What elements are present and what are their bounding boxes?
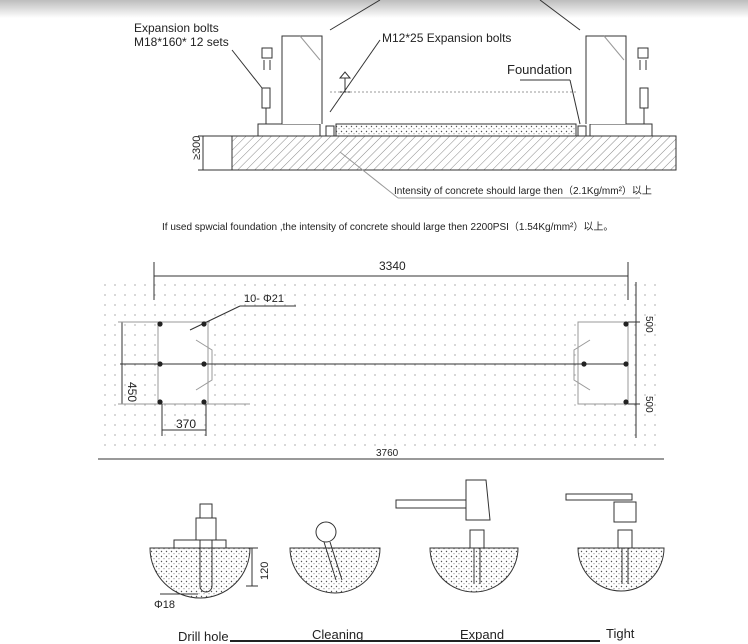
concrete-slab [231,135,677,171]
step-cleaning [289,521,381,594]
bolt-hole [157,399,163,405]
step-label-cleaning: Cleaning [312,627,363,642]
dim-500-bottom: 500 [643,396,654,413]
bolt-hole [623,399,629,405]
m12-label: M12*25 Expansion bolts [382,31,511,45]
dim-120: 120 [259,562,271,580]
foundation-section [198,0,677,199]
right-bolt-assembly [637,47,649,124]
dim-450: 450 [125,382,139,402]
dim-370: 370 [176,417,196,431]
step-label-drill: Drill hole [178,629,229,644]
foundation-infill [335,123,577,137]
m12-leader [329,39,381,113]
step-drill-hole [149,503,258,599]
step-expand [395,479,519,593]
left-base-plate [257,123,321,137]
right-column [585,35,627,124]
left-post-footprint [157,321,209,405]
bolt-hole [201,399,207,405]
left-bolt-assembly [261,47,273,124]
bolt-hole [157,321,163,327]
left-column [281,35,323,124]
bolts-label-line1: Expansion bolts [134,21,219,35]
dim-500-top: 500 [643,316,654,333]
bolt-hole [201,361,207,367]
step-label-tight: Tight [606,626,635,641]
special-foundation-note: If used spwcial foundation ,the intensit… [162,221,613,233]
install-steps [149,479,665,642]
intensity-note: Intensity of concrete should large then（… [394,185,652,197]
foundation-leader [569,79,581,125]
bolt-hole [581,361,587,367]
bolt-hole [201,321,207,327]
bolt-hole [157,361,163,367]
right-base-plate [589,123,653,137]
holes-label: 10- Φ21 [244,293,284,305]
m12-bolt-symbol [338,71,352,93]
top-shadow [0,0,748,18]
bolts-leader [231,49,263,89]
bolt-hole [623,361,629,367]
dim-3340: 3340 [379,259,406,273]
step-tight [565,493,665,592]
plan-view [98,262,664,460]
step-label-expand: Expand [460,627,504,642]
dim-3760: 3760 [376,448,399,459]
bolts-label-line2: M18*160* 12 sets [134,35,229,49]
dia-18: Φ18 [154,599,175,611]
bolt-hole [623,321,629,327]
depth-label: ≥300 [191,136,203,160]
foundation-label: Foundation [507,62,572,77]
